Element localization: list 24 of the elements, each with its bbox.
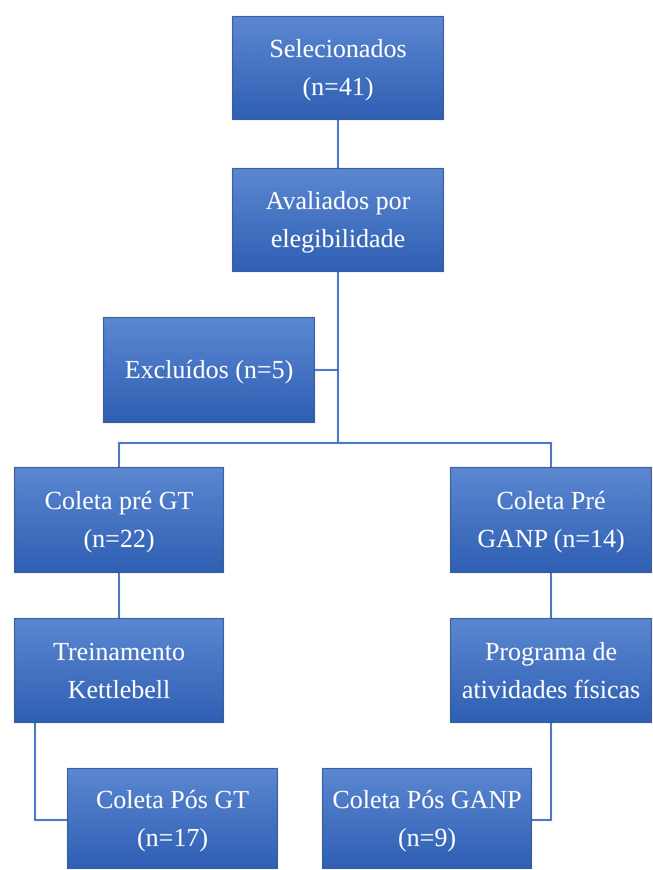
process-box: [232, 16, 444, 120]
box-label: Selecionados (n=41): [268, 33, 408, 103]
process-box: [103, 317, 315, 423]
connector-line: [118, 573, 120, 618]
connector-line: [337, 272, 552, 467]
box-label: Coleta Pré GANP (n=14): [476, 485, 626, 555]
connector-line: [34, 723, 67, 821]
box-label: Coleta pré GT (n=22): [44, 485, 194, 555]
connector-line: [532, 723, 552, 821]
box-label: Programa de atividades físicas: [460, 636, 642, 706]
box-label: Treinamento Kettlebell: [52, 636, 186, 706]
process-box: [67, 768, 278, 869]
process-box: [14, 467, 224, 573]
process-box: [450, 618, 652, 723]
process-box: [322, 768, 532, 869]
box-label: Coleta Pós GT (n=17): [94, 784, 250, 854]
process-box: [450, 467, 652, 573]
box-label: Coleta Pós GANP (n=9): [331, 784, 523, 854]
process-box: [232, 168, 444, 272]
box-label: Excluídos (n=5): [124, 354, 294, 386]
connector-line: [337, 120, 339, 168]
box-label: Avaliados por elegibilidade: [264, 185, 412, 255]
connector-line: [550, 573, 552, 618]
process-box: [14, 618, 224, 723]
